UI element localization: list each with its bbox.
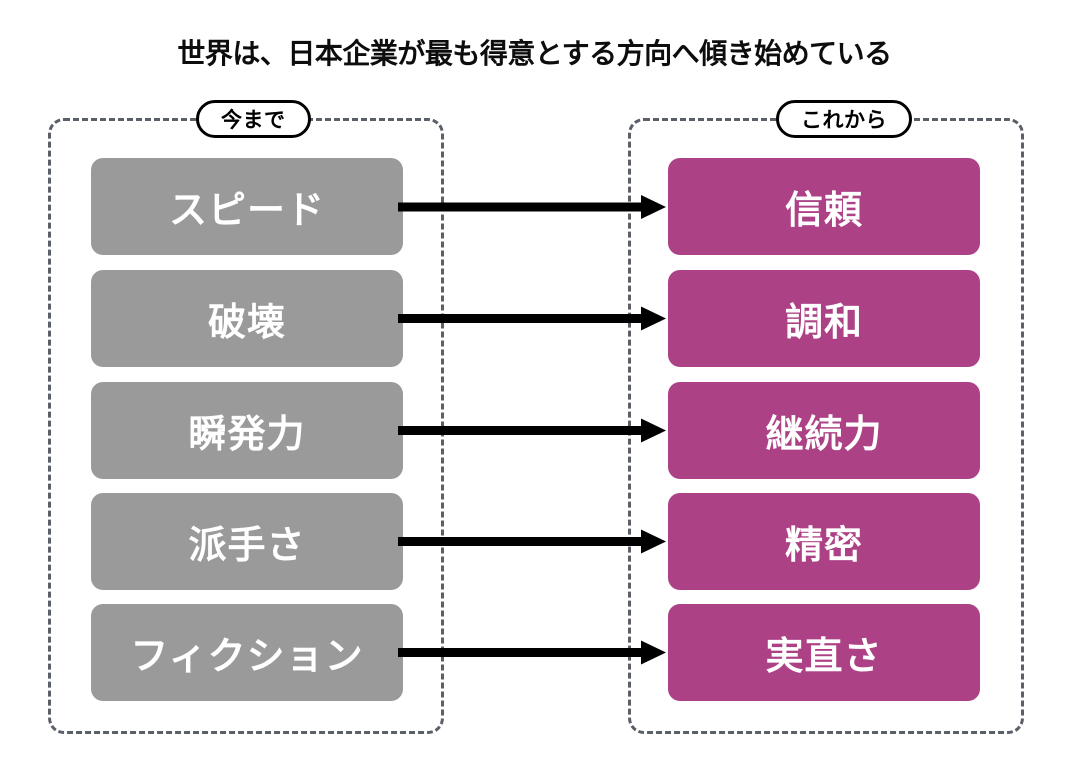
past-item-0: スピード [91,158,403,255]
future-item-2: 継続力 [668,382,980,479]
past-item-3-label: 派手さ [188,523,306,567]
future-item-0: 信頼 [668,158,980,255]
future-item-4: 実直さ [668,604,980,701]
future-item-2-label: 継続力 [765,412,883,456]
past-item-4-label: フィクション [130,634,364,678]
future-item-3-label: 精密 [784,523,863,567]
group-label-future: これから [776,100,912,138]
past-item-3: 派手さ [91,493,403,590]
future-item-3: 精密 [668,493,980,590]
past-item-2-label: 瞬発力 [188,412,306,456]
future-item-0-label: 信頼 [784,188,863,232]
page-title: 世界は、日本企業が最も得意とする方向へ傾き始めている [177,37,892,70]
future-item-1-label: 調和 [784,300,863,344]
group-label-past: 今まで [196,100,311,138]
past-item-4: フィクション [91,604,403,701]
future-item-1: 調和 [668,270,980,367]
future-item-4-label: 実直さ [765,634,883,678]
past-item-1-label: 破壊 [207,300,286,344]
past-item-1: 破壊 [91,270,403,367]
past-item-2: 瞬発力 [91,382,403,479]
past-item-0-label: スピード [168,188,325,232]
